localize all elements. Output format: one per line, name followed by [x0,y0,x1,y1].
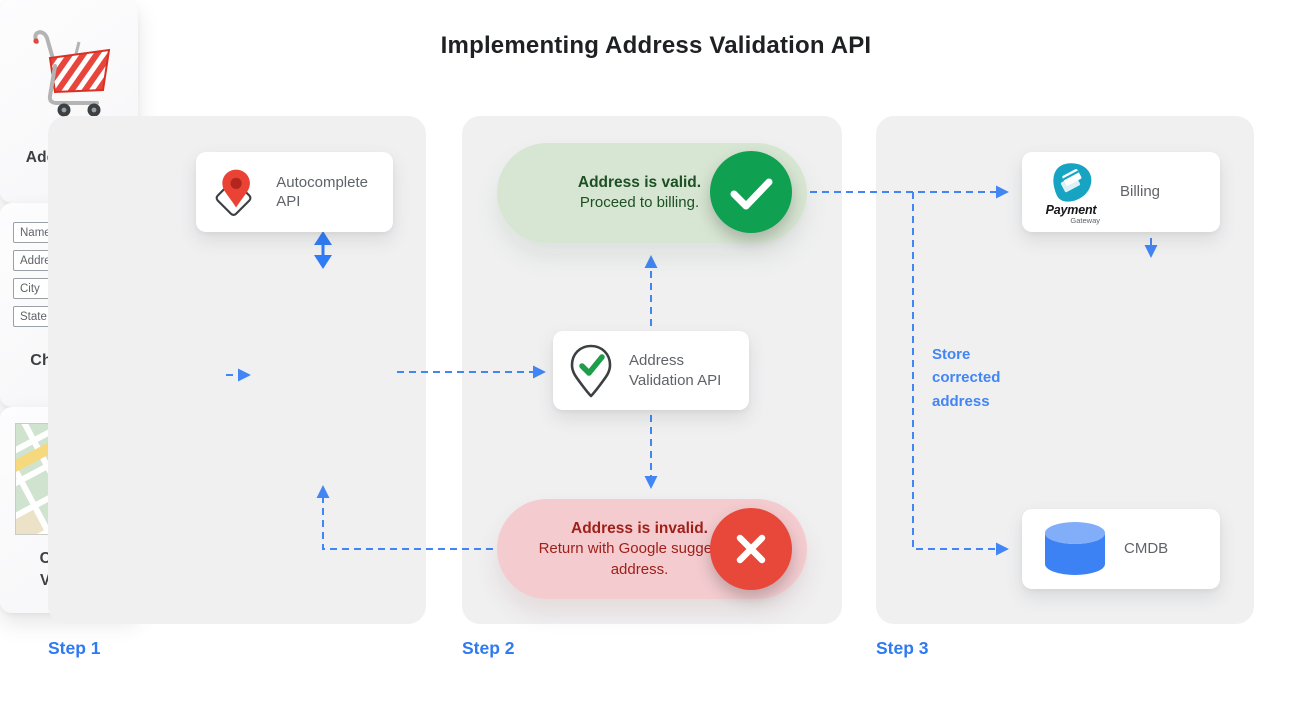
autocomplete-api-label: Autocomplete API [276,173,368,211]
cross-icon [736,534,766,564]
page-title: Implementing Address Validation API [440,32,872,59]
billing-card: Payment Gateway Billing [1022,152,1220,232]
autocomplete-pin-icon [215,169,252,216]
check-icon [730,178,773,210]
step1-label: Step 1 [48,638,101,658]
valid-check-badge [710,151,792,233]
billing-label: Billing [1120,183,1161,201]
step3-label: Step 3 [876,638,929,658]
invalid-cross-badge [710,508,792,590]
valid-title: Address is valid. [577,173,702,191]
validation-pin-icon [570,344,612,397]
step2-label: Step 2 [462,638,515,658]
valid-subtitle: Proceed to billing. [579,194,700,212]
store-corrected-address-note: Store corrected address [932,346,1001,410]
invalid-title: Address is invalid. [571,519,708,537]
address-validation-api-label: Address Validation API [629,352,722,389]
payment-gateway-logo-subtitle: Gateway [1070,216,1100,225]
database-icon [1045,522,1105,575]
payment-gateway-icon [1053,163,1092,202]
payment-gateway-logo: Payment Gateway [1038,159,1104,225]
cmdb-label: CMDB [1124,540,1169,558]
autocomplete-api-card: Autocomplete API [196,152,393,232]
state-field: State [13,306,56,327]
payment-gateway-logo-title: Payment [1045,203,1097,217]
address-validation-api-card: Address Validation API [553,331,749,410]
cmdb-card: CMDB [1022,509,1220,589]
invalid-subtitle: Return with Google suggested address. [538,540,741,578]
shopping-cart-icon [33,30,111,117]
